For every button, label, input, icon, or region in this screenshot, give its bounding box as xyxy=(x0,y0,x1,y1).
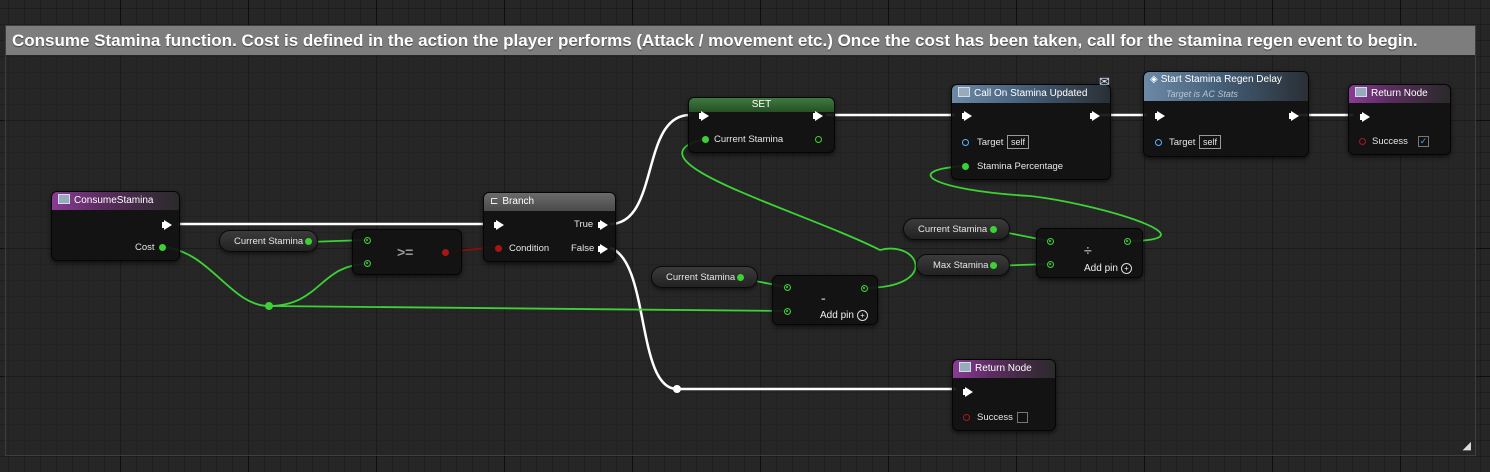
node-title: Branch xyxy=(502,196,535,207)
greater-equal-node[interactable]: >= xyxy=(352,229,462,275)
var-label: Current Stamina xyxy=(714,134,784,145)
current-stamina-getter[interactable]: Current Stamina xyxy=(651,266,758,288)
node-title: Return Node xyxy=(1371,88,1428,99)
stamina-percentage-pin[interactable] xyxy=(962,163,969,170)
exec-in-pin[interactable] xyxy=(1360,112,1370,122)
exec-out-pin[interactable] xyxy=(162,220,172,230)
target-label: Target xyxy=(977,137,1004,148)
target-pin[interactable] xyxy=(962,139,969,146)
value-out-pin[interactable] xyxy=(815,136,822,143)
add-pin-label: Add pin xyxy=(820,310,854,321)
b-in-pin[interactable] xyxy=(784,308,791,315)
add-pin-label: Add pin xyxy=(1084,263,1118,274)
getter-label: Current Stamina xyxy=(666,272,736,283)
exec-out-pin[interactable] xyxy=(1090,111,1100,121)
function-icon xyxy=(959,362,971,372)
value-out-pin[interactable] xyxy=(990,226,997,233)
result-out-pin[interactable] xyxy=(442,249,449,256)
true-label: True xyxy=(574,219,594,230)
exec-out-pin[interactable] xyxy=(1289,111,1299,121)
subtract-node[interactable]: - Add pin+ xyxy=(772,275,878,325)
target-pin[interactable] xyxy=(1155,139,1162,146)
b-in-pin[interactable] xyxy=(1047,261,1054,268)
success-label: Success xyxy=(1372,136,1408,147)
condition-pin[interactable] xyxy=(495,245,502,252)
exec-in-pin[interactable] xyxy=(963,387,973,397)
function-icon xyxy=(1355,87,1367,97)
exec-in-pin[interactable] xyxy=(699,111,709,121)
function-icon xyxy=(58,194,70,204)
target-self-field[interactable]: self xyxy=(1199,135,1222,149)
envelope-icon: ✉ xyxy=(1099,74,1110,89)
node-subtitle: Target is AC Stats xyxy=(1166,89,1238,99)
exec-in-pin[interactable] xyxy=(494,220,504,230)
target-self-field[interactable]: self xyxy=(1007,135,1030,149)
cost-label: Cost xyxy=(135,242,155,253)
false-label: False xyxy=(571,243,595,254)
comment-title[interactable]: Consume Stamina function. Cost is define… xyxy=(6,26,1475,55)
float-wire xyxy=(929,165,1162,242)
operator-label: - xyxy=(821,290,826,306)
return-node-fail[interactable]: Return Node Success xyxy=(952,359,1056,431)
value-out-pin[interactable] xyxy=(990,262,997,269)
result-out-pin[interactable] xyxy=(1124,238,1131,245)
getter-label: Current Stamina xyxy=(234,236,304,247)
set-node[interactable]: SET Current Stamina xyxy=(688,97,835,153)
node-title: ConsumeStamina xyxy=(74,195,154,206)
condition-label: Condition xyxy=(509,243,550,254)
current-stamina-getter[interactable]: Current Stamina xyxy=(903,218,1010,240)
stamina-percentage-label: Stamina Percentage xyxy=(977,161,1064,172)
false-exec-pin[interactable] xyxy=(598,244,608,254)
true-exec-pin[interactable] xyxy=(598,220,608,230)
function-icon xyxy=(958,87,970,97)
exec-in-pin[interactable] xyxy=(1155,111,1165,121)
success-pin[interactable] xyxy=(963,414,970,421)
target-label: Target xyxy=(1169,137,1196,148)
reroute-node xyxy=(673,385,681,393)
a-in-pin[interactable] xyxy=(784,284,791,291)
exec-out-pin[interactable] xyxy=(813,111,823,121)
consume-stamina-node[interactable]: ConsumeStamina Cost xyxy=(51,191,180,261)
exec-in-pin[interactable] xyxy=(962,111,972,121)
node-title: Start Stamina Regen Delay xyxy=(1160,74,1282,85)
plus-icon: + xyxy=(856,310,868,321)
add-pin-button[interactable]: Add pin+ xyxy=(1084,263,1132,274)
return-node-success[interactable]: Return Node Success ✓ xyxy=(1348,84,1451,155)
operator-label: >= xyxy=(397,244,414,260)
getter-label: Max Stamina xyxy=(933,260,989,271)
float-wire xyxy=(681,138,917,289)
a-in-pin[interactable] xyxy=(1047,238,1054,245)
call-on-stamina-updated-node[interactable]: Call On Stamina Updated Target self Stam… xyxy=(951,84,1111,180)
getter-label: Current Stamina xyxy=(918,224,988,235)
success-pin[interactable] xyxy=(1359,138,1366,145)
result-out-pin[interactable] xyxy=(861,285,868,292)
max-stamina-getter[interactable]: Max Stamina xyxy=(916,254,1010,276)
node-title: Return Node xyxy=(975,363,1032,374)
divide-node[interactable]: ÷ Add pin+ xyxy=(1036,228,1143,278)
value-out-pin[interactable] xyxy=(305,238,312,245)
node-title: SET xyxy=(689,98,834,112)
value-out-pin[interactable] xyxy=(737,274,744,281)
branch-node[interactable]: ⊏Branch True Condition False xyxy=(483,192,616,262)
resize-grip-icon[interactable]: ◢ xyxy=(1462,440,1471,452)
success-checkbox[interactable] xyxy=(1017,412,1028,423)
value-in-pin[interactable] xyxy=(702,136,709,143)
float-wire xyxy=(268,305,787,312)
plus-icon: + xyxy=(1120,263,1132,274)
success-label: Success xyxy=(977,412,1013,423)
exec-wire xyxy=(609,246,956,391)
operator-label: ÷ xyxy=(1084,242,1092,258)
event-icon: ◈ xyxy=(1150,74,1158,85)
a-in-pin[interactable] xyxy=(364,237,371,244)
cost-pin[interactable] xyxy=(159,244,166,251)
branch-icon: ⊏ xyxy=(490,196,499,207)
exec-wire xyxy=(609,113,691,226)
add-pin-button[interactable]: Add pin+ xyxy=(820,310,868,321)
current-stamina-getter[interactable]: Current Stamina xyxy=(219,230,318,252)
success-checkbox[interactable]: ✓ xyxy=(1418,136,1429,147)
node-title: Call On Stamina Updated xyxy=(974,88,1088,99)
b-in-pin[interactable] xyxy=(364,260,371,267)
